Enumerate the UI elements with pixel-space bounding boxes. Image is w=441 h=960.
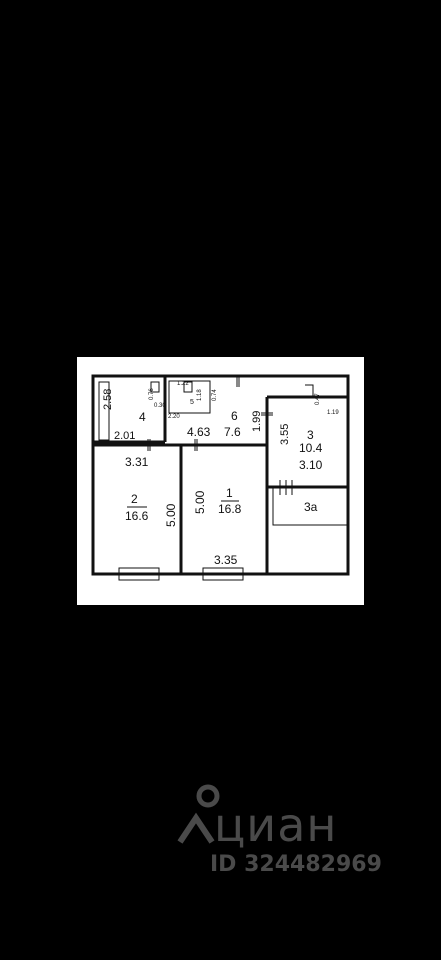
room4-width: 2.01 — [114, 430, 135, 442]
room6-width: 4.63 — [187, 425, 211, 439]
toilet — [183, 381, 193, 393]
room4-id: 4 — [139, 410, 146, 424]
room6-id: 6 — [231, 409, 238, 423]
balcony — [272, 486, 349, 526]
dim-0-30: 0.30 — [154, 403, 166, 409]
room3-width: 3.10 — [299, 458, 323, 472]
door-room3 — [261, 412, 273, 416]
dim-2-20: 2.20 — [168, 414, 180, 420]
room2-id: 2 — [131, 492, 138, 506]
dim-0-47: 0.47 — [315, 393, 321, 405]
dim-1-18: 1.18 — [197, 389, 203, 401]
bath-tub — [98, 381, 110, 441]
room1-depth: 5.00 — [193, 490, 207, 514]
door-balcony — [279, 480, 293, 495]
sink — [150, 381, 160, 393]
room2-depth: 5.00 — [164, 503, 178, 527]
room6-depth: 1.99 — [251, 411, 263, 432]
listing-id: ID 324482969 — [210, 852, 382, 877]
room6-area: 7.6 — [224, 425, 241, 439]
room3-id: 3 — [307, 428, 314, 442]
balcony-id: 3а — [304, 500, 318, 514]
location-pin-icon — [177, 784, 220, 844]
room1-id: 1 — [226, 486, 233, 500]
area-underlines — [127, 500, 239, 508]
room2-width: 3.31 — [125, 455, 149, 469]
door-room2 — [147, 439, 151, 451]
room2-area: 16.6 — [125, 509, 149, 523]
room1-area: 16.8 — [218, 502, 242, 516]
dim-0-76: 0.76 — [149, 388, 155, 400]
dim-1-19: 1.19 — [327, 410, 339, 416]
room5-id: 5 — [190, 399, 194, 406]
dim-0-74: 0.74 — [212, 389, 218, 401]
room3-area: 10.4 — [299, 441, 323, 455]
door-room1 — [194, 439, 198, 451]
room1-width: 3.35 — [214, 553, 238, 567]
outer-walls — [91, 374, 350, 576]
cian-watermark: циан ID 324482969 — [176, 782, 416, 882]
room4-depth: 2.58 — [102, 389, 114, 410]
floor-plan: 2.58 4 2.01 5 1.22 0.76 0.30 0.74 1.18 2… — [77, 357, 364, 605]
room3-depth: 3.55 — [279, 424, 291, 445]
ac-unit — [305, 384, 314, 397]
brand-wordmark: циан — [214, 798, 338, 852]
door-entry — [236, 376, 240, 387]
floor-plan-drawing: 2.58 4 2.01 5 1.22 0.76 0.30 0.74 1.18 2… — [91, 374, 350, 581]
wc-block — [168, 380, 211, 414]
window-room1 — [202, 567, 244, 581]
window-room2 — [118, 567, 160, 581]
dim-1-22: 1.22 — [177, 381, 189, 387]
